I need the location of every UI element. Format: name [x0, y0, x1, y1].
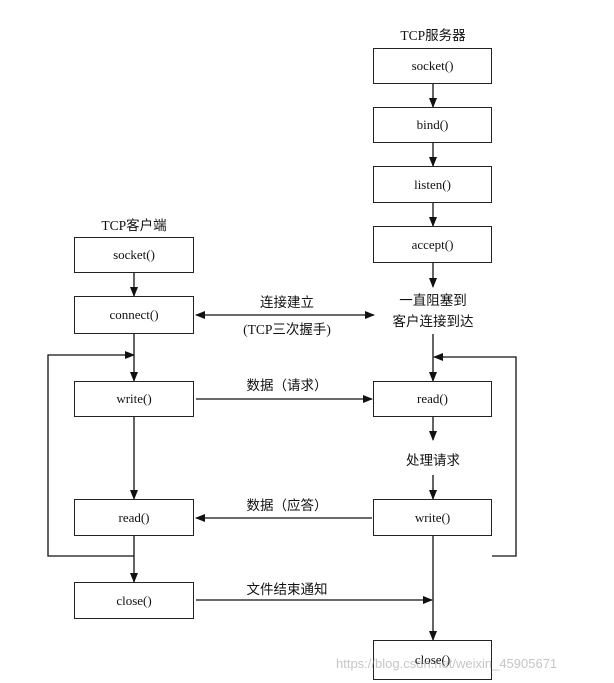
eof-label: 文件结束通知 — [246, 582, 328, 597]
blocked-label-line2: 客户连接到达 — [392, 314, 474, 329]
process-request-label: 处理请求 — [406, 453, 460, 468]
server-write-box: write() — [373, 499, 492, 536]
response-label: 数据（应答） — [246, 498, 328, 513]
connect-label-line1: 连接建立 — [260, 295, 314, 310]
server-close-box: close() — [373, 640, 492, 680]
blocked-label-line1: 一直阻塞到 — [399, 293, 467, 308]
server-loop-arrow — [433, 353, 517, 557]
server-bind-box: bind() — [373, 107, 492, 143]
request-label: 数据（请求） — [246, 378, 328, 393]
server-accept-box: accept() — [373, 226, 492, 263]
server-listen-box: listen() — [373, 166, 492, 203]
server-socket-box: socket() — [373, 48, 492, 84]
server-read-box: read() — [373, 381, 492, 417]
server-title: TCP服务器 — [400, 28, 466, 43]
client-write-box: write() — [74, 381, 194, 417]
client-connect-box: connect() — [74, 296, 194, 334]
client-close-box: close() — [74, 582, 194, 619]
client-loop-arrow — [47, 351, 135, 557]
watermark-text: https://blog.csdn.net/weixin_45905671 — [336, 656, 558, 671]
client-read-box: read() — [74, 499, 194, 536]
client-socket-box: socket() — [74, 237, 194, 273]
connect-label-line2: (TCP三次握手) — [243, 322, 331, 337]
client-title: TCP客户端 — [101, 218, 167, 233]
